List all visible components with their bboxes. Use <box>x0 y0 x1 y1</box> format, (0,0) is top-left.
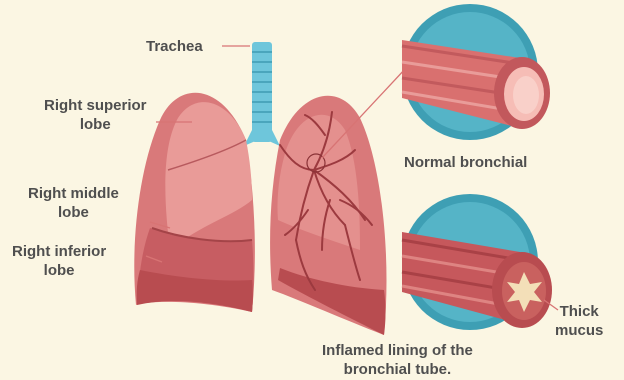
thick-mucus-line2: mucus <box>555 321 603 340</box>
inflamed-bronchial-illustration <box>402 194 558 330</box>
right-inferior-lobe-label: Right inferior lobe <box>12 242 106 280</box>
thick-mucus-label: Thick mucus <box>555 302 603 340</box>
inflamed-line2: bronchial tube. <box>322 360 473 379</box>
left-lung <box>270 96 386 335</box>
right-superior-line2: lobe <box>44 115 147 134</box>
right-inferior-line1: Right inferior <box>12 242 106 261</box>
right-middle-line1: Right middle <box>28 184 119 203</box>
trachea-shape <box>244 42 280 146</box>
right-middle-lobe-label: Right middle lobe <box>28 184 119 222</box>
normal-bronchial-illustration <box>402 4 550 140</box>
right-inferior-line2: lobe <box>12 261 106 280</box>
inflamed-lining-label: Inflamed lining of the bronchial tube. <box>322 341 473 379</box>
right-superior-line1: Right superior <box>44 96 147 115</box>
trachea-label: Trachea <box>146 37 203 56</box>
inflamed-line1: Inflamed lining of the <box>322 341 473 360</box>
thick-mucus-line1: Thick <box>555 302 603 321</box>
normal-bronchial-label: Normal bronchial <box>404 153 527 172</box>
right-lung <box>134 93 255 312</box>
right-middle-line2: lobe <box>28 203 119 222</box>
right-superior-lobe-label: Right superior lobe <box>44 96 147 134</box>
